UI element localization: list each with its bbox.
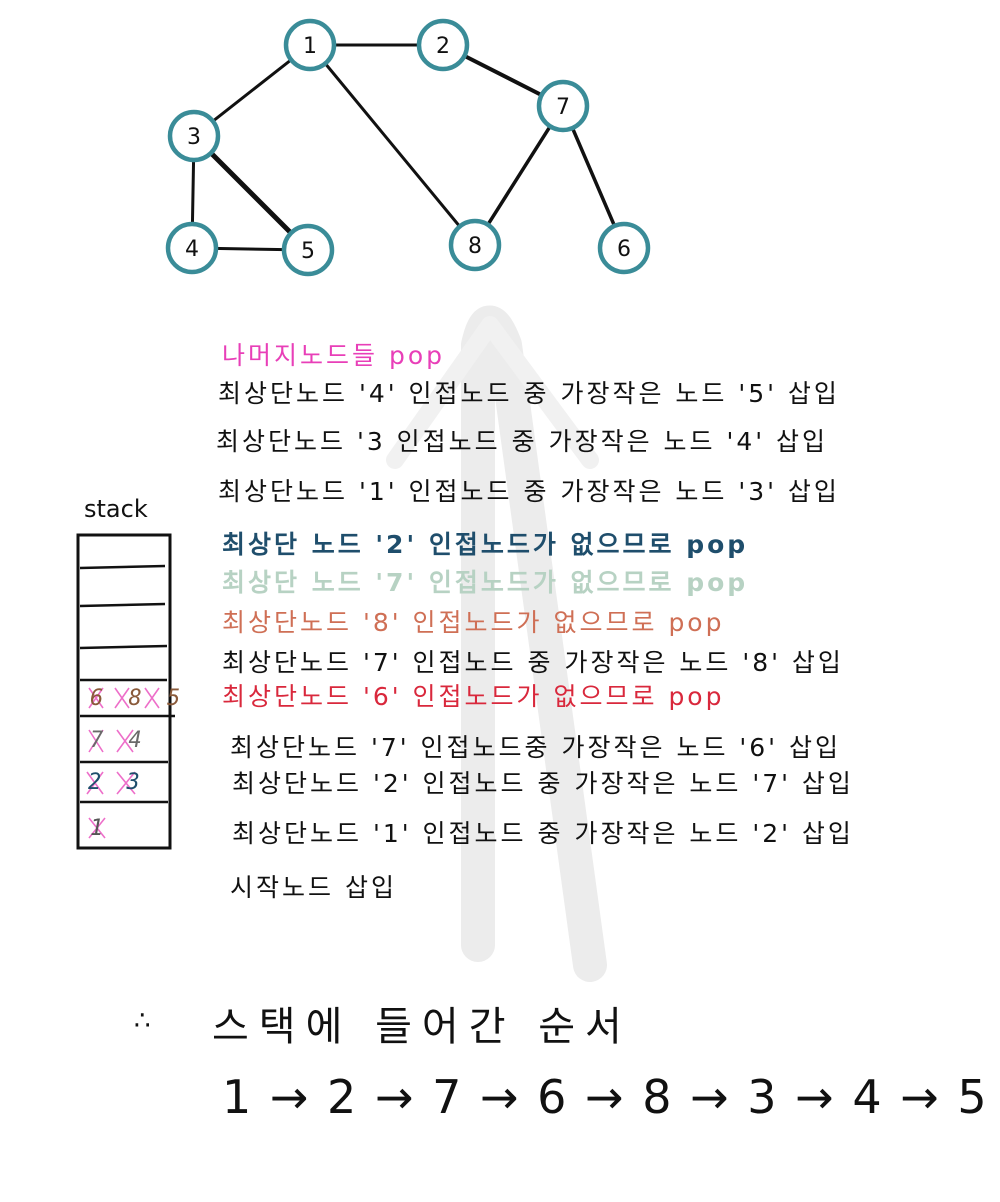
edge-7-8 — [473, 104, 565, 247]
node-label: 5 — [301, 239, 315, 264]
step-line: 최상단노드 '1' 인접노드 중 가장작은 노드 '3' 삽입 — [218, 477, 840, 506]
watermark-arrow — [386, 305, 607, 982]
node-circle — [165, 221, 219, 275]
node-1: 1 — [283, 18, 337, 72]
stack-crossouts — [86, 687, 160, 839]
step-line: 최상단노드 '3 인접노드 중 가장작은 노드 '4' 삽입 — [216, 427, 829, 456]
stack-divider — [79, 602, 166, 608]
node-label: 2 — [436, 34, 450, 59]
node-circle — [448, 218, 502, 272]
step-line: 최상단노드 '7' 인접노드중 가장작은 노드 '6' 삽입 — [230, 733, 841, 762]
step-line: 최상단노드 '6' 인접노드가 없으므로 pop — [222, 682, 725, 711]
step-line: 최상단노드 '1' 인접노드 중 가장작은 노드 '2' 삽입 — [232, 819, 854, 848]
node-circle — [283, 18, 337, 72]
graph-nodes: 1 2 7 3 4 5 8 6 — [165, 18, 651, 277]
step-line: 최상단노드 '2' 인접노드 중 가장작은 노드 '7' 삽입 — [232, 769, 854, 798]
node-label: 8 — [468, 234, 482, 259]
node-label: 3 — [187, 125, 201, 150]
stack-divider — [79, 644, 168, 650]
node-label: 1 — [303, 34, 317, 59]
node-circle — [281, 223, 335, 277]
step-line: 최상단 노드 '7' 인접노드가 없으므로 pop — [222, 568, 749, 597]
stack-cell: 2 3 — [88, 770, 146, 795]
node-circle — [416, 18, 470, 72]
stack-label: stack — [84, 495, 148, 523]
stack-container — [76, 533, 175, 850]
edge-1-8 — [308, 43, 477, 247]
node-3: 3 — [167, 109, 221, 163]
node-2: 2 — [416, 18, 470, 72]
node-label: 4 — [185, 237, 199, 262]
step-line: 나머지노드들 pop — [222, 341, 445, 370]
step-line: 시작노드 삽입 — [230, 873, 397, 902]
node-4: 4 — [165, 221, 219, 275]
stack-cell: 6 8 5 — [90, 686, 187, 711]
node-8: 8 — [448, 218, 502, 272]
step-line: 최상단 노드 '2' 인접노드가 없으므로 pop — [222, 530, 749, 559]
summary-sequence: 1 → 2 → 7 → 6 → 8 → 3 → 4 → 5 — [222, 1070, 989, 1124]
node-5: 5 — [281, 223, 335, 277]
node-circle — [536, 79, 590, 133]
stack-divider — [79, 564, 166, 570]
node-7: 7 — [536, 79, 590, 133]
graph-edges — [190, 43, 626, 253]
stack-cell: 1 — [90, 816, 110, 841]
summary-label: 스택에 들어간 순서 — [212, 1004, 632, 1050]
step-line: 최상단노드 '4' 인접노드 중 가장작은 노드 '5' 삽입 — [218, 379, 840, 408]
step-line: 최상단노드 '7' 인접노드 중 가장작은 노드 '8' 삽입 — [222, 648, 844, 677]
node-label: 6 — [617, 237, 631, 262]
step-line: 최상단노드 '8' 인접노드가 없으므로 pop — [222, 608, 725, 637]
node-6: 6 — [597, 221, 651, 275]
node-circle — [597, 221, 651, 275]
stack-cell: 7 4 — [90, 728, 148, 753]
node-label: 7 — [556, 95, 570, 120]
edge-3-5 — [191, 133, 311, 253]
node-circle — [167, 109, 221, 163]
therefore-symbol: ∴ — [134, 1006, 151, 1036]
